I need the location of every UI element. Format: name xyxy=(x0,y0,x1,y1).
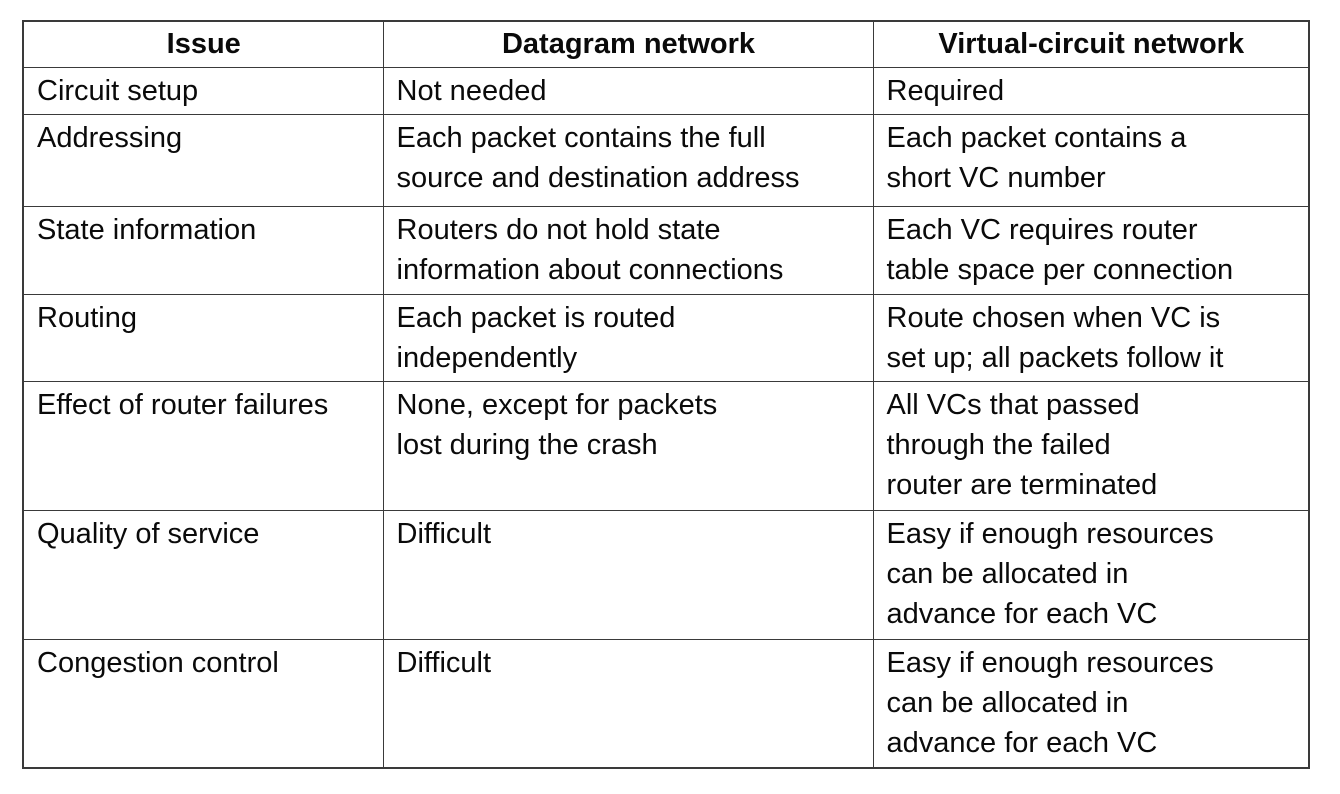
cell-issue: Addressing xyxy=(22,113,384,207)
table-row-addressing: Addressing Each packet contains the full… xyxy=(22,113,1310,207)
cell-issue: Effect of router failures xyxy=(22,380,384,511)
table-row-routing: Routing Each packet is routed independen… xyxy=(22,293,1310,382)
cell-datagram: Each packet is routed independently xyxy=(382,293,874,382)
table-row-quality-of-service: Quality of service Difficult Easy if eno… xyxy=(22,509,1310,640)
cell-vc: Route chosen when VC is set up; all pack… xyxy=(872,293,1310,382)
cell-datagram: Each packet contains the full source and… xyxy=(382,113,874,207)
cell-vc: Easy if enough resources can be allocate… xyxy=(872,638,1310,769)
cell-vc: Easy if enough resources can be allocate… xyxy=(872,509,1310,640)
datagram-vs-vc-comparison-table: Issue Datagram network Virtual-circuit n… xyxy=(22,20,1310,769)
comparison-table-container: Issue Datagram network Virtual-circuit n… xyxy=(22,20,1310,769)
table-row-congestion-control: Congestion control Difficult Easy if eno… xyxy=(22,638,1310,769)
cell-datagram: Difficult xyxy=(382,638,874,769)
cell-vc: Required xyxy=(872,66,1310,115)
column-header-datagram: Datagram network xyxy=(382,20,874,68)
table-row-circuit-setup: Circuit setup Not needed Required xyxy=(22,66,1310,115)
header-row: Issue Datagram network Virtual-circuit n… xyxy=(22,20,1310,68)
cell-vc: Each VC requires router table space per … xyxy=(872,205,1310,295)
cell-datagram: Not needed xyxy=(382,66,874,115)
column-header-vc: Virtual-circuit network xyxy=(872,20,1310,68)
table-row-state-information: State information Routers do not hold st… xyxy=(22,205,1310,295)
cell-issue: Circuit setup xyxy=(22,66,384,115)
cell-issue: State information xyxy=(22,205,384,295)
column-header-issue: Issue xyxy=(22,20,384,68)
cell-issue: Congestion control xyxy=(22,638,384,769)
cell-datagram: Difficult xyxy=(382,509,874,640)
cell-vc: All VCs that passed through the failed r… xyxy=(872,380,1310,511)
cell-vc: Each packet contains a short VC number xyxy=(872,113,1310,207)
cell-datagram: Routers do not hold state information ab… xyxy=(382,205,874,295)
cell-datagram: None, except for packets lost during the… xyxy=(382,380,874,511)
cell-issue: Quality of service xyxy=(22,509,384,640)
cell-issue: Routing xyxy=(22,293,384,382)
table-row-effect-of-router-failures: Effect of router failures None, except f… xyxy=(22,380,1310,511)
